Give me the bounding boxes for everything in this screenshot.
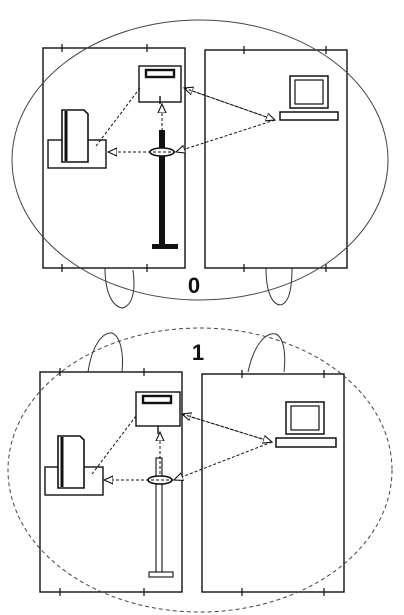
state-1-left-room (39, 371, 183, 593)
state-1-stand-pole (147, 457, 174, 578)
state-0-computer-icon (279, 75, 339, 121)
state-1-computer-icon (275, 401, 337, 448)
state-1-panel: 1 (7, 327, 393, 613)
state-1-right-ear (247, 333, 286, 373)
state-0-right-foot (265, 267, 293, 306)
state-0-left-foot (104, 267, 135, 309)
state-1-label: 1 (192, 340, 204, 365)
state-0-document-icon (47, 109, 107, 169)
state-1-device-box (135, 391, 181, 434)
state-0-label: 0 (188, 273, 200, 298)
state-0-stand-pole (149, 130, 178, 249)
state-1-links (91, 414, 272, 480)
state-0-device-box (138, 65, 182, 104)
state-0-boundary-ellipse (11, 19, 389, 301)
state-0-right-room (204, 49, 348, 269)
state-0-left-room (42, 47, 186, 269)
state-0-panel: 0 (11, 19, 389, 309)
state-1-right-room (201, 373, 345, 593)
state-0-links (95, 88, 275, 152)
state-1-document-icon (44, 435, 104, 496)
state-1-boundary-ellipse (7, 327, 393, 613)
